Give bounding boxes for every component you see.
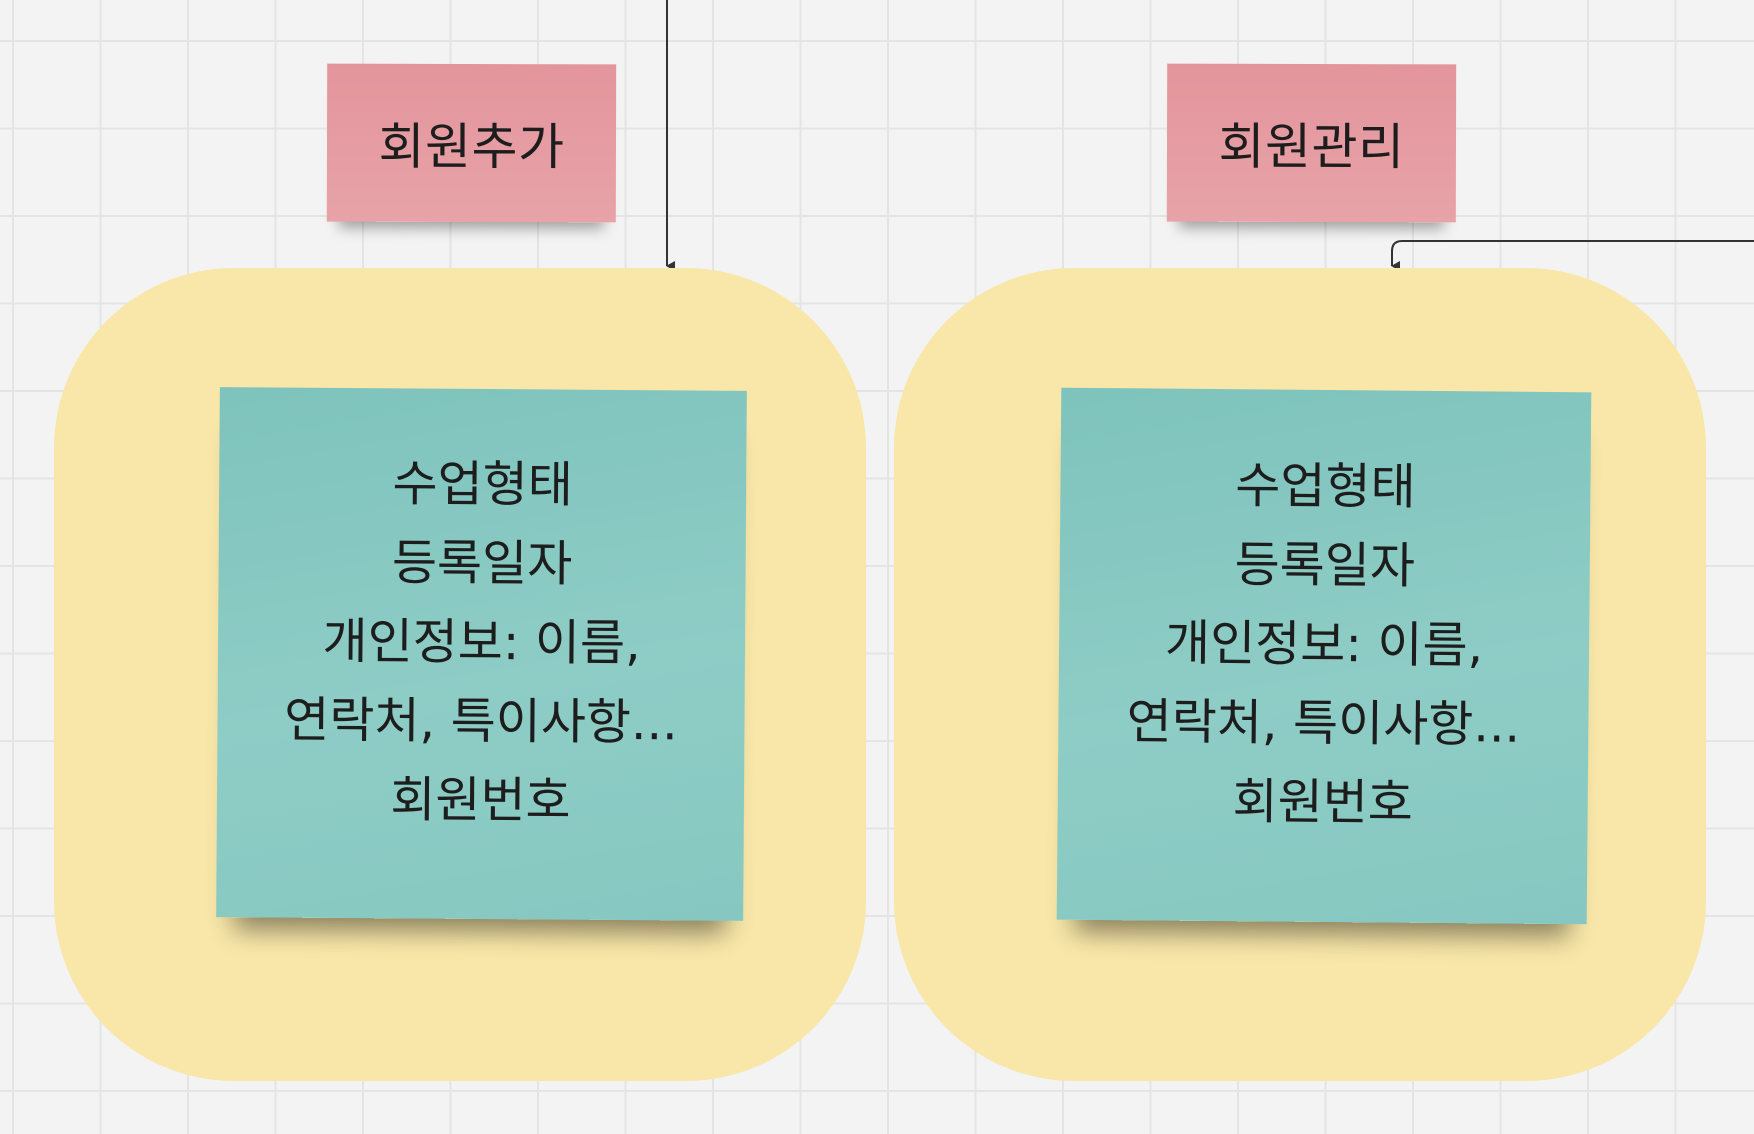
label-text: 회원추가 — [378, 117, 565, 177]
sticky-line: 등록일자 — [391, 533, 573, 593]
connector-arrow-2[interactable] — [1391, 240, 1754, 271]
label-sticky-manage-member[interactable]: 회원관리 — [1166, 63, 1457, 223]
sticky-line: 연락처, 특이사항... — [284, 691, 678, 751]
sticky-line: 회원번호 — [390, 770, 571, 830]
sticky-text-block: 수업형태 등록일자 개인정보: 이름, 연락처, 특이사항... 회원번호 — [283, 443, 679, 841]
sticky-line: 등록일자 — [1234, 535, 1416, 595]
label-text: 회원관리 — [1218, 117, 1405, 177]
sticky-line: 개인정보: 이름, — [322, 612, 641, 672]
sticky-line: 연락처, 특이사항... — [1126, 692, 1521, 754]
label-sticky-add-member[interactable]: 회원추가 — [326, 63, 617, 223]
sticky-line: 수업형태 — [1235, 456, 1416, 516]
content-sticky-add-member[interactable]: 수업형태 등록일자 개인정보: 이름, 연락처, 특이사항... 회원번호 — [216, 387, 747, 921]
content-sticky-manage-member[interactable]: 수업형태 등록일자 개인정보: 이름, 연락처, 특이사항... 회원번호 — [1056, 387, 1592, 925]
sticky-line: 회원번호 — [1232, 772, 1414, 832]
sticky-line: 수업형태 — [392, 454, 574, 514]
sticky-line: 개인정보: 이름, — [1164, 614, 1484, 674]
sticky-text-block: 수업형태 등록일자 개인정보: 이름, 연락처, 특이사항... 회원번호 — [1126, 445, 1523, 843]
